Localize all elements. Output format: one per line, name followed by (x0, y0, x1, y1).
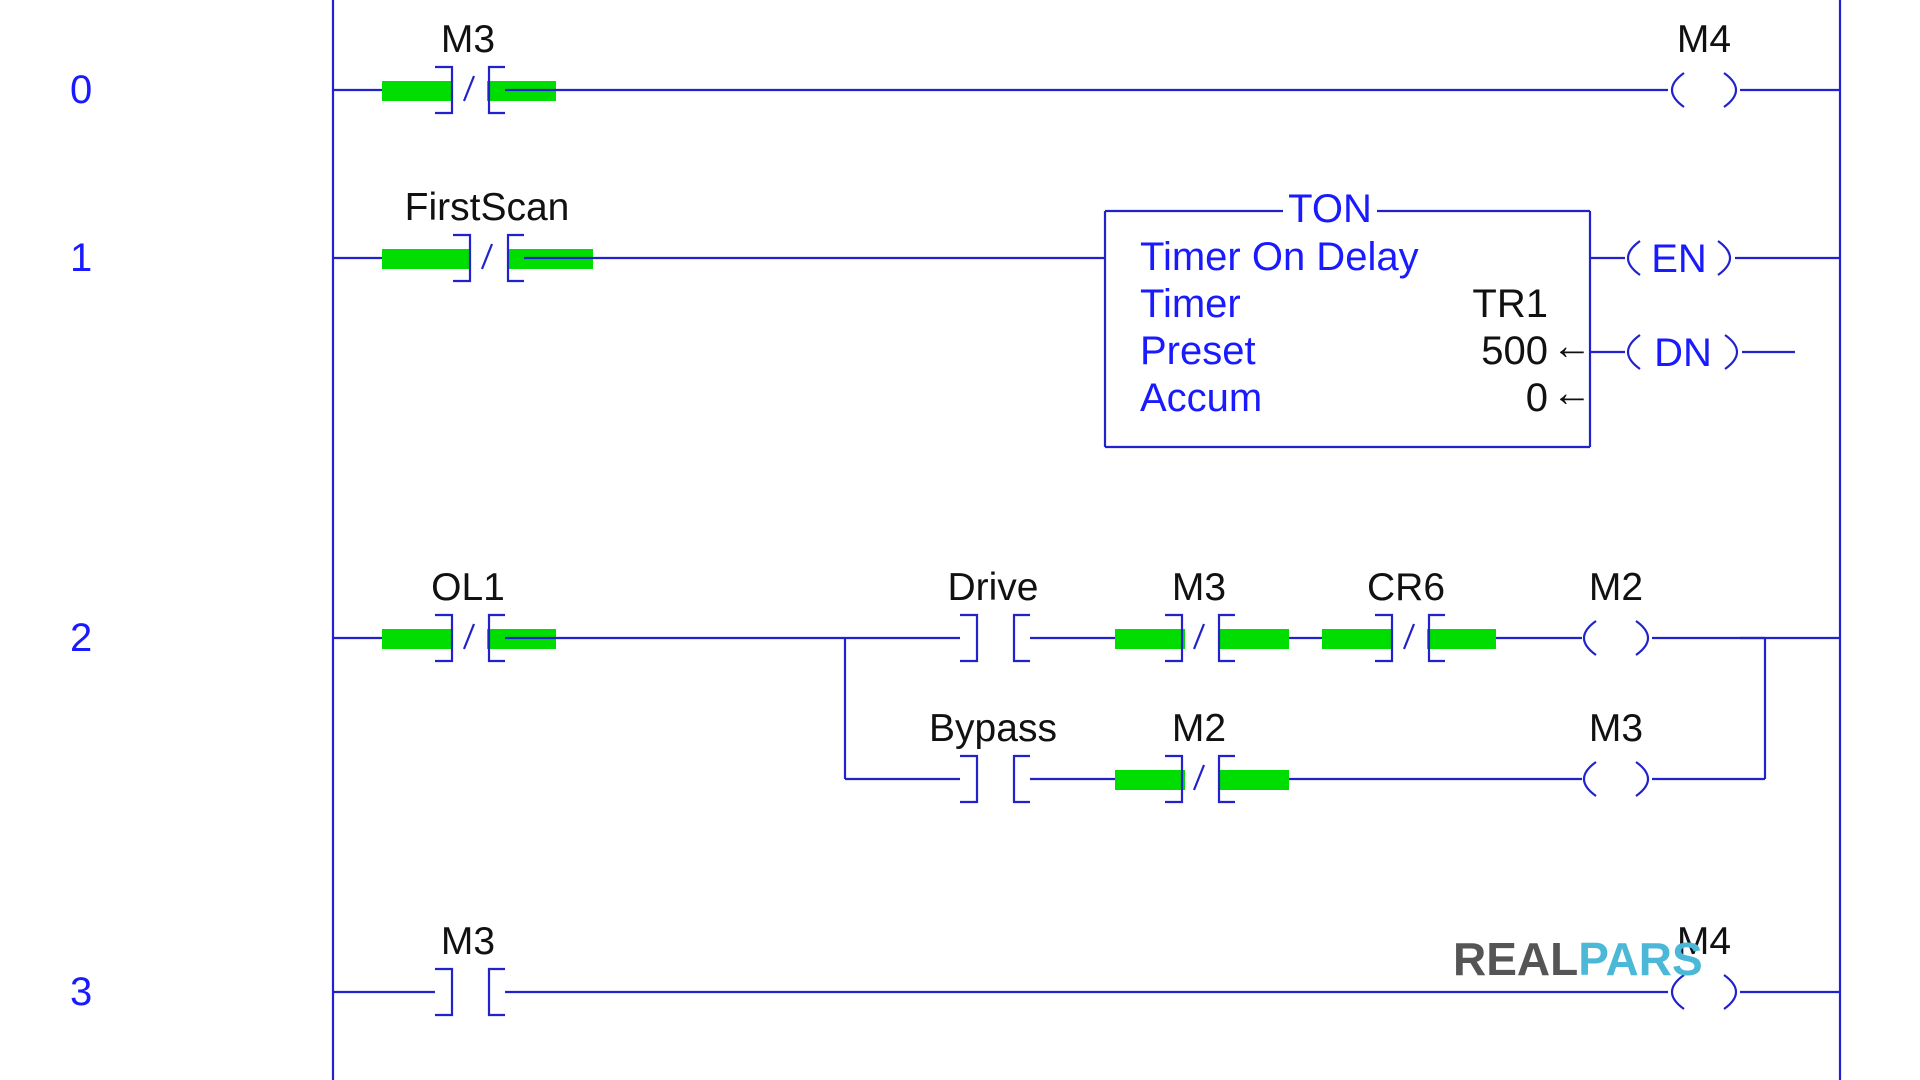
contact-ol1-nc[interactable]: OL1 (382, 566, 556, 663)
accum-value[interactable]: 0 (1526, 376, 1548, 420)
ton-name: Timer On Delay (1140, 235, 1419, 279)
contact-cr6-nc[interactable]: CR6 (1322, 566, 1496, 663)
contact-label: M3 (441, 18, 495, 61)
ton-en-output[interactable]: EN (1626, 237, 1732, 281)
energized-bar (1220, 770, 1289, 790)
energized-bar (382, 629, 452, 649)
coil-label: M3 (1589, 707, 1643, 750)
ton-title: TON (1288, 187, 1372, 231)
contact-firstscan-nc[interactable]: FirstScan (382, 186, 593, 283)
preset-value[interactable]: 500 (1481, 329, 1548, 373)
coil-label: M4 (1677, 18, 1731, 61)
timer-label: Timer (1140, 282, 1241, 326)
logo-text: REALPARS (1453, 933, 1703, 985)
contact-label: M3 (1172, 566, 1226, 609)
ton-dn-output[interactable]: DN (1626, 331, 1739, 375)
dn-label: DN (1654, 331, 1712, 375)
contact-bypass-no[interactable]: Bypass (929, 707, 1057, 804)
energized-bar (1115, 629, 1185, 649)
contact-label: M3 (441, 920, 495, 963)
rung-0[interactable]: 0 M3 M4 (70, 18, 1840, 115)
rung-number-1: 1 (70, 236, 92, 280)
rung-number-2: 2 (70, 616, 92, 660)
rung-3[interactable]: 3 M3 M4 (70, 920, 1840, 1017)
contact-m3-no[interactable]: M3 (435, 920, 505, 1017)
contact-m3-nc[interactable]: M3 (382, 18, 556, 115)
rung-number-3: 3 (70, 970, 92, 1014)
accum-label: Accum (1140, 376, 1262, 420)
preset-arrow-icon: ← (1552, 324, 1592, 368)
contact-label: FirstScan (405, 186, 570, 229)
contact-m3-nc[interactable]: M3 (1115, 566, 1289, 663)
coil-label: M2 (1589, 566, 1643, 609)
contact-label: M2 (1172, 707, 1226, 750)
contact-drive-no[interactable]: Drive (947, 566, 1039, 663)
coil-label: M4 (1677, 920, 1731, 963)
energized-bar (1220, 629, 1289, 649)
coil-m2[interactable]: M2 (1582, 566, 1650, 656)
contact-m2-nc[interactable]: M2 (1115, 707, 1289, 804)
energized-bar (1322, 629, 1392, 649)
contact-label: Bypass (929, 707, 1057, 750)
timer-value[interactable]: TR1 (1472, 282, 1548, 326)
energized-bar (382, 249, 470, 269)
preset-label: Preset (1140, 329, 1256, 373)
energized-bar (1427, 629, 1496, 649)
rung-number-0: 0 (70, 68, 92, 112)
coil-m3[interactable]: M3 (1582, 707, 1650, 797)
rung-2[interactable]: 2 OL1 Drive M3 (70, 566, 1840, 804)
coil-m4[interactable]: M4 (1670, 18, 1738, 108)
rung-1[interactable]: 1 FirstScan TON Timer On Delay Timer TR1… (70, 186, 1840, 449)
contact-label: CR6 (1367, 566, 1445, 609)
contact-label: Drive (947, 566, 1038, 609)
contact-label: OL1 (431, 566, 505, 609)
energized-bar (382, 81, 452, 101)
energized-bar (1115, 770, 1185, 790)
en-label: EN (1651, 237, 1707, 281)
ton-instruction-block[interactable]: TON Timer On Delay Timer TR1 Preset 500 … (1103, 187, 1592, 449)
coil-m4[interactable]: M4 (1670, 920, 1738, 1010)
realpars-logo: REALPARS (1453, 933, 1703, 985)
accum-arrow-icon: ← (1552, 371, 1592, 415)
